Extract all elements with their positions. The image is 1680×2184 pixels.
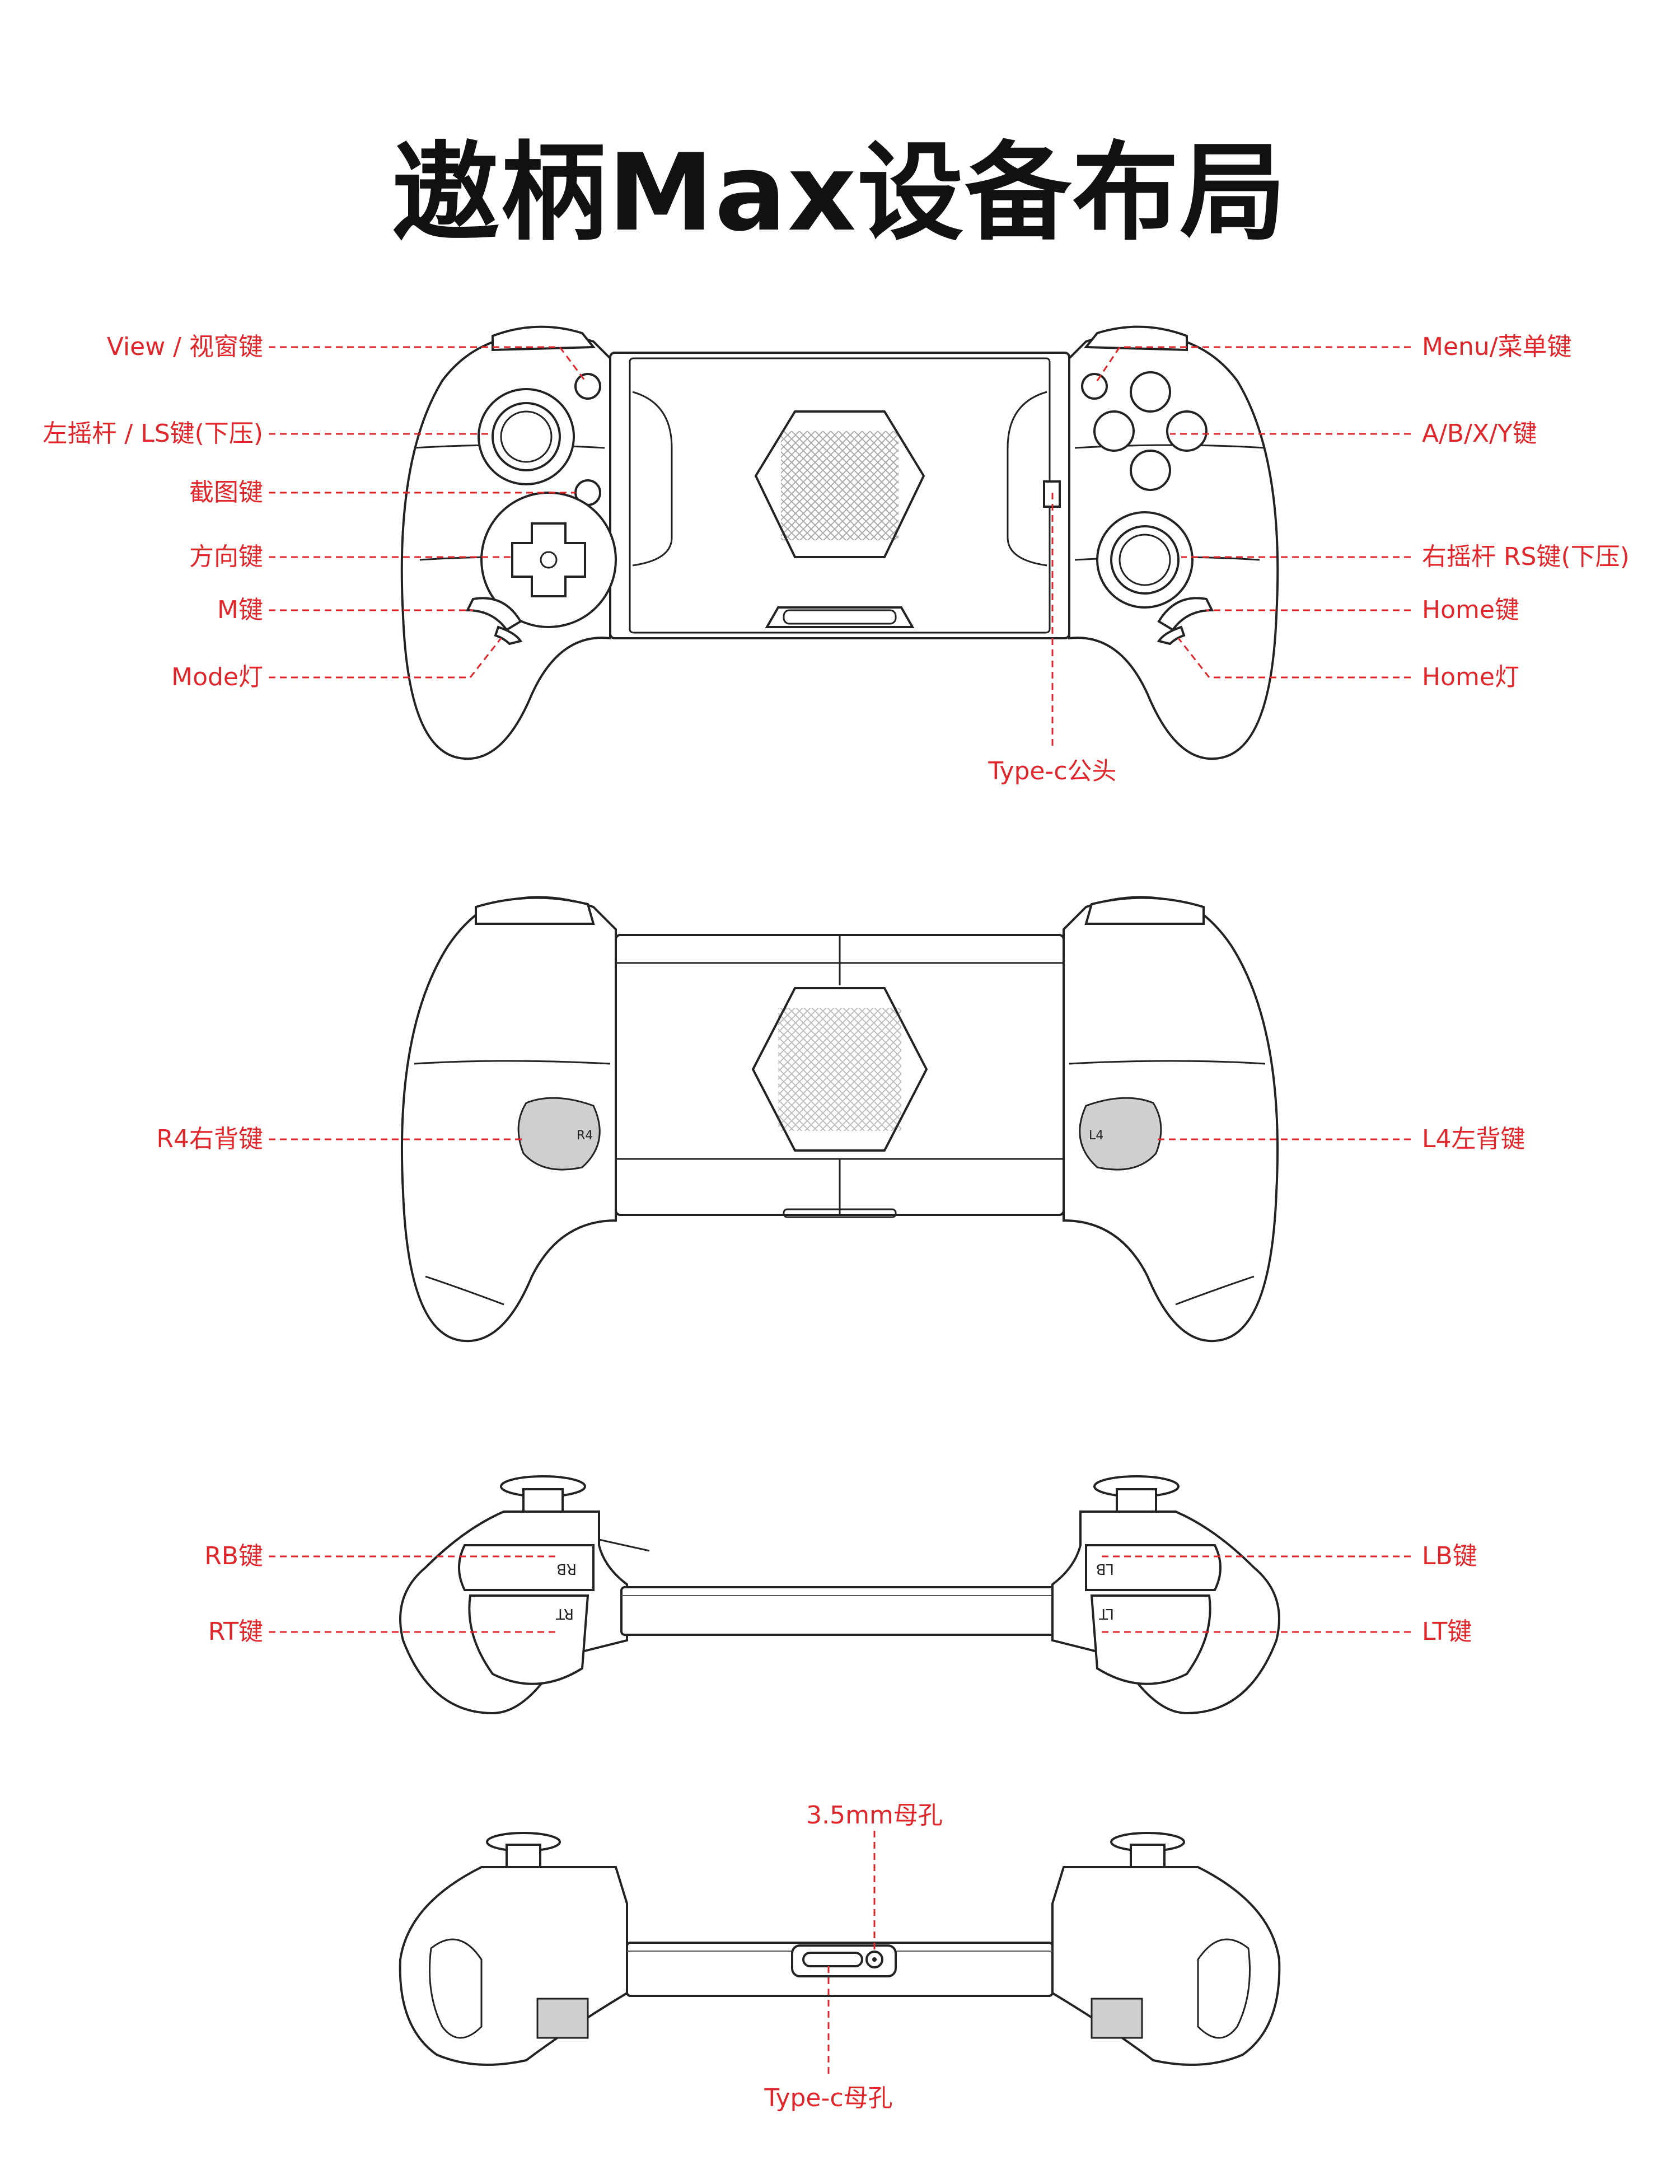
rb-mark: RB xyxy=(556,1560,577,1577)
back-view: R4 L4 xyxy=(400,896,1279,1343)
label-left-stick: 左摇杆 / LS键(下压) xyxy=(43,419,263,448)
top-bridge xyxy=(620,1586,1059,1636)
label-audio-jack: 3.5mm母孔 xyxy=(806,1801,943,1830)
button-y xyxy=(1130,371,1171,413)
label-typec-plug: Type-c公头 xyxy=(988,757,1117,785)
typec-port xyxy=(802,1952,863,1967)
label-typec-port: Type-c母孔 xyxy=(764,2084,893,2112)
top-view: RB RT LB LT xyxy=(399,1475,1280,1715)
r4-button xyxy=(517,1097,601,1171)
label-lb-button: LB键 xyxy=(1422,1542,1477,1570)
top-leader-lines xyxy=(269,1555,1411,1633)
mode-light xyxy=(494,625,523,646)
rt-button xyxy=(468,1594,589,1685)
label-l4-button: L4左背键 xyxy=(1422,1125,1525,1153)
label-r4-button: R4右背键 xyxy=(156,1125,263,1153)
label-menu-button: Menu/菜单键 xyxy=(1422,333,1572,361)
home-button xyxy=(1157,597,1214,632)
label-mode-light: Mode灯 xyxy=(171,663,263,691)
m-button xyxy=(465,597,522,632)
home-light xyxy=(1157,625,1186,646)
label-capture-button: 截图键 xyxy=(189,478,263,507)
label-home-button: Home键 xyxy=(1422,596,1519,624)
lt-mark: LT xyxy=(1099,1605,1114,1622)
label-dpad: 方向键 xyxy=(189,543,263,571)
page-title: 遨柄Max设备布局 xyxy=(392,131,1288,255)
lb-mark: LB xyxy=(1096,1560,1114,1577)
rt-mark: RT xyxy=(556,1605,574,1622)
button-x xyxy=(1093,410,1135,452)
label-right-stick: 右摇杆 RS键(下压) xyxy=(1422,543,1630,571)
label-lt-button: LT键 xyxy=(1422,1617,1472,1646)
l4-button xyxy=(1079,1097,1162,1171)
label-rt-button: RT键 xyxy=(208,1617,263,1646)
front-view xyxy=(400,325,1279,760)
r4-mark: R4 xyxy=(577,1129,593,1143)
bottom-right-grip-end xyxy=(1197,1938,1251,2039)
bottom-right-shell xyxy=(1051,1866,1281,2066)
view-button xyxy=(574,373,601,400)
label-home-light: Home灯 xyxy=(1422,663,1519,691)
dpad xyxy=(511,522,586,597)
button-a xyxy=(1130,450,1171,491)
bottom-view xyxy=(399,1832,1281,2066)
bottom-left-grip-end xyxy=(429,1938,483,2039)
bottom-leader-lines xyxy=(827,1831,876,2077)
l4-mark: L4 xyxy=(1089,1129,1103,1143)
button-b xyxy=(1166,410,1208,452)
lt-button xyxy=(1090,1594,1211,1685)
label-view-button: View / 视窗键 xyxy=(106,333,263,361)
label-abxy-buttons: A/B/X/Y键 xyxy=(1422,419,1537,448)
front-leader-lines xyxy=(269,346,1411,750)
label-m-button: M键 xyxy=(217,596,263,624)
menu-button xyxy=(1081,373,1108,400)
label-rb-button: RB键 xyxy=(204,1542,263,1570)
bottom-left-shell xyxy=(399,1866,628,2066)
